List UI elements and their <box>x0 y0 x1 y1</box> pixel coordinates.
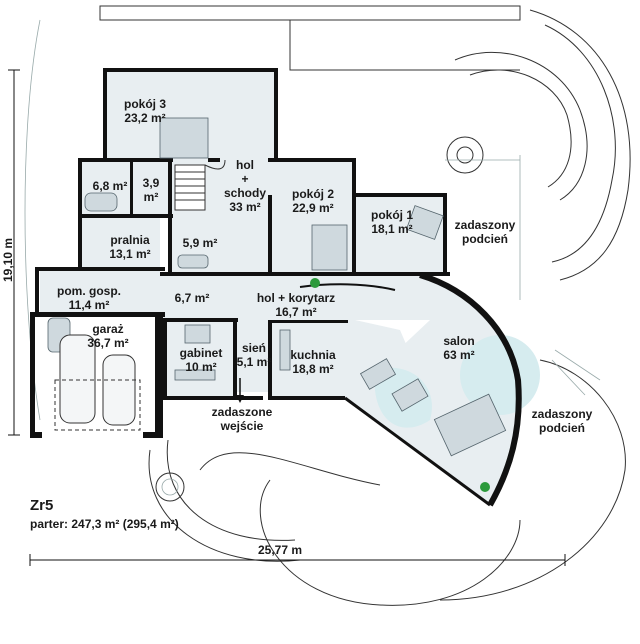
room-area: 5,1 m² <box>236 355 272 369</box>
plan-summary: parter: 247,3 m² (295,4 m²) <box>30 517 179 531</box>
room-label-garaz: garaż 36,7 m² <box>80 322 136 350</box>
room-area: 23,2 m² <box>124 111 166 125</box>
room-label-pokoj-1: pokój 1 18,1 m² <box>364 208 420 236</box>
room-name: pom. gosp. <box>57 284 121 298</box>
room-area: 63 m² <box>443 348 475 362</box>
room-label-pokoj-3: pokój 3 23,2 m² <box>114 97 176 125</box>
room-name: pokój 1 <box>370 208 413 222</box>
room-name: pokój 2 <box>291 187 334 201</box>
plan-title: Zr5 <box>30 497 54 514</box>
label-zadaszony-podcien-right: zadaszony podcień <box>527 407 597 435</box>
label-line1: zadaszone <box>211 405 273 419</box>
room-name: sień <box>241 341 266 355</box>
label-line1: zadaszony <box>454 218 516 232</box>
room-area: 6,7 m² <box>174 291 210 305</box>
room-area: 16,7 m² <box>275 305 317 319</box>
room-label-pom-gosp: pom. gosp. 11,4 m² <box>53 284 125 312</box>
room-area: 10 m² <box>185 360 217 374</box>
room-name: hol + korytarz <box>256 291 336 305</box>
room-area: 13,1 m² <box>109 247 151 261</box>
room-name-line2: + <box>241 172 249 186</box>
label-line2: podcień <box>461 232 508 246</box>
room-label-hol-schody: hol + schody 33 m² <box>220 158 270 214</box>
room-area: 5,9 m² <box>182 236 218 250</box>
room-label-salon: salon 63 m² <box>437 334 481 362</box>
room-area: 6,8 m² <box>92 179 128 193</box>
room-label-lazienka: 6,8 m² <box>88 179 132 193</box>
room-name: pokój 3 <box>123 97 166 111</box>
dimension-width: 25,77 m <box>257 543 303 557</box>
room-name-line1: hol <box>236 158 254 172</box>
room-label-hol-korytarz: hol + korytarz 16,7 m² <box>246 291 346 319</box>
room-name: gabinet <box>179 346 223 360</box>
furniture <box>47 117 507 492</box>
room-area: 36,7 m² <box>87 336 129 350</box>
room-name-line3: schody <box>223 186 266 200</box>
label-zadaszony-podcien-top: zadaszony podcień <box>452 218 518 246</box>
room-label-sien: sień 5,1 m² <box>232 341 276 369</box>
room-label-wc: 3,9 m² <box>136 176 166 204</box>
label-line1: zadaszony <box>531 407 593 421</box>
room-label-korytarz-maly: 6,7 m² <box>170 291 214 305</box>
room-name: garaż <box>92 322 124 336</box>
room-label-pralnia: pralnia 13,1 m² <box>100 233 160 261</box>
walls <box>30 68 522 507</box>
label-line2: wejście <box>220 419 264 433</box>
room-area: 18,8 m² <box>292 362 334 376</box>
room-name: salon <box>443 334 475 348</box>
room-area: 22,9 m² <box>292 201 334 215</box>
staircase <box>174 159 226 211</box>
room-area: 11,4 m² <box>68 298 110 312</box>
room-label-gabinet: gabinet 10 m² <box>176 346 226 374</box>
room-label-pokoj-2: pokój 2 22,9 m² <box>283 187 343 215</box>
room-name: pralnia <box>110 233 150 247</box>
dimension-lines <box>8 69 566 566</box>
room-area-unit: m² <box>143 190 159 204</box>
label-zadaszone-wejscie: zadaszone wejście <box>206 405 278 433</box>
room-area: 3,9 <box>142 176 160 190</box>
room-area: 33 m² <box>229 200 261 214</box>
dimension-height: 19,10 m <box>1 237 15 283</box>
room-area: 18,1 m² <box>371 222 413 236</box>
room-name: kuchnia <box>290 348 336 362</box>
label-line2: podcień <box>538 421 585 435</box>
room-label-lazienka-2: 5,9 m² <box>178 236 222 250</box>
room-label-kuchnia: kuchnia 18,8 m² <box>282 348 344 376</box>
